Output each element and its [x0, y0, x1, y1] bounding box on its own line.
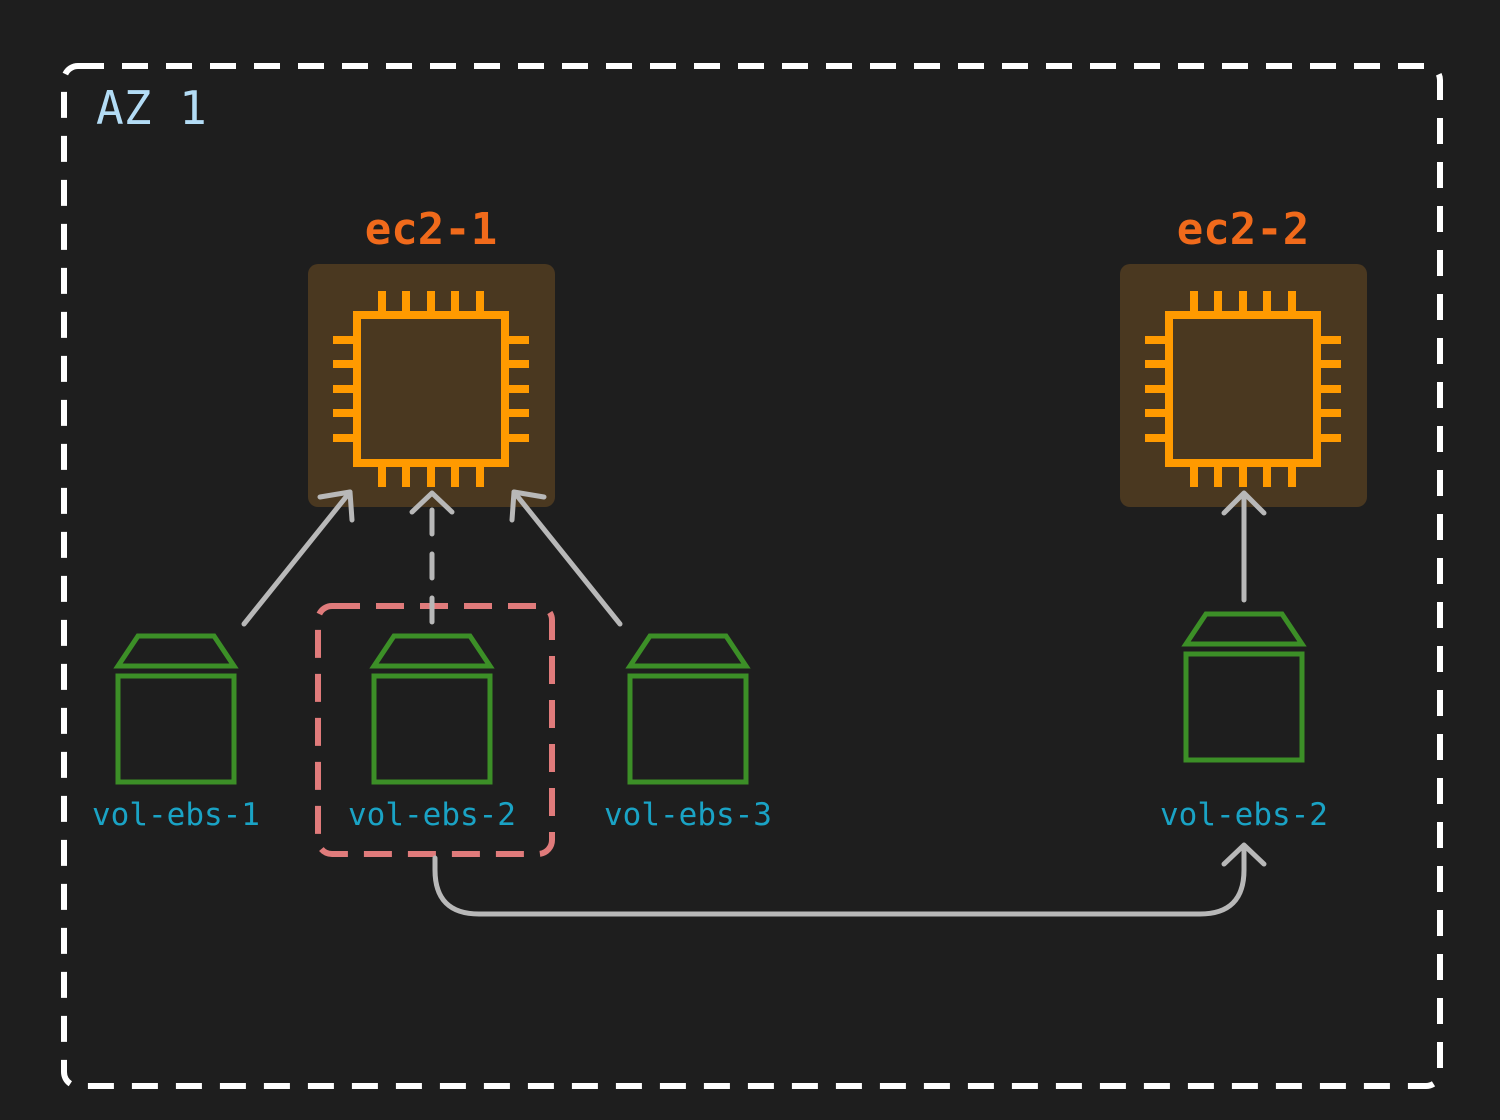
instance-ec2-1[interactable]: ec2-1	[308, 204, 555, 507]
volume-vol-ebs-2-moved[interactable]: vol-ebs-2	[1160, 614, 1328, 833]
zone-label: AZ 1	[96, 81, 207, 135]
availability-zone-border	[61, 63, 1443, 1089]
volume-vol-ebs-3[interactable]: vol-ebs-3	[604, 636, 772, 833]
ebs-volume-icon	[374, 636, 490, 782]
ebs-volume-icon	[1186, 614, 1302, 760]
instance-background	[308, 264, 555, 507]
instance-background	[1120, 264, 1367, 507]
volume-label: vol-ebs-1	[92, 797, 260, 833]
ebs-volume-icon	[630, 636, 746, 782]
instance-label: ec2-1	[365, 204, 497, 255]
volume-label: vol-ebs-3	[604, 797, 772, 833]
volume-vol-ebs-2[interactable]: vol-ebs-2	[348, 636, 516, 833]
attachment-arrow-solid	[241, 489, 355, 627]
volume-label: vol-ebs-2	[348, 797, 516, 833]
instance-ec2-2[interactable]: ec2-2	[1120, 204, 1367, 507]
move-arrow	[432, 842, 1267, 917]
attachment-arrow-solid	[509, 489, 623, 627]
attachment-arrow-solid	[1221, 490, 1267, 603]
instance-label: ec2-2	[1177, 204, 1309, 255]
ebs-volume-icon	[118, 636, 234, 782]
attachment-arrow-dashed	[409, 490, 455, 625]
highlight-box	[315, 603, 555, 857]
attachment-arrows	[241, 489, 1267, 917]
volume-vol-ebs-1[interactable]: vol-ebs-1	[92, 636, 260, 833]
volume-label: vol-ebs-2	[1160, 797, 1328, 833]
